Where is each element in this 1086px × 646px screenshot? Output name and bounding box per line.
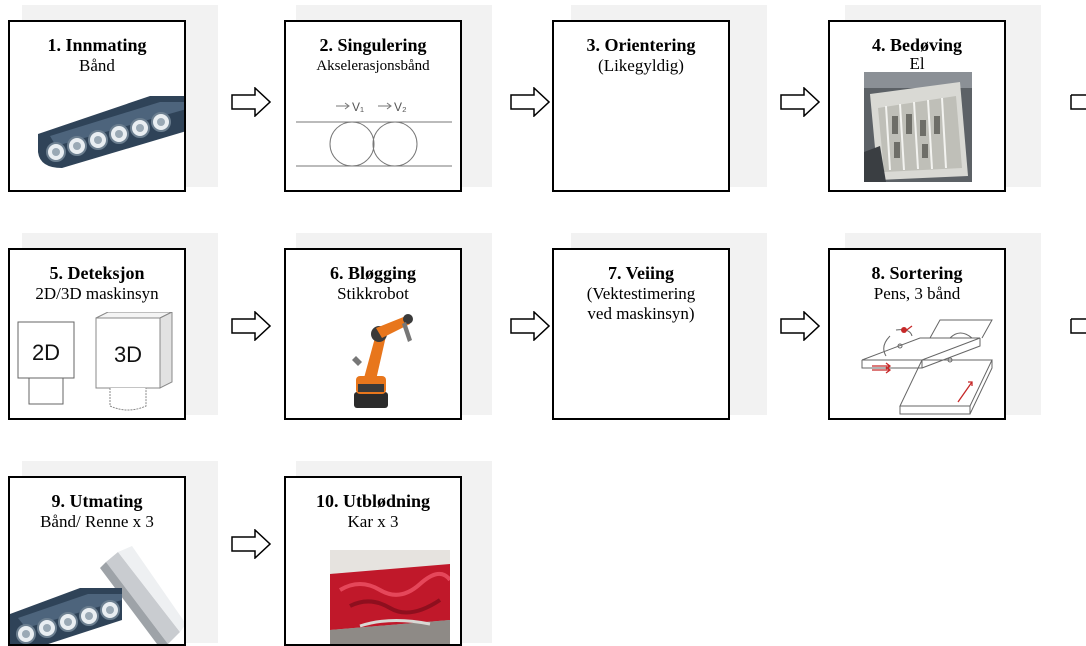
- step-blogging: 6. Bløgging Stikkrobot: [284, 248, 462, 420]
- step-subtitle: Stikkrobot: [337, 284, 409, 303]
- step-subtitle: Kar x 3: [347, 512, 399, 531]
- right-arrow-icon: [780, 87, 820, 117]
- stunning-machine-photo: [864, 72, 972, 182]
- step-subtitle-line2: ved maskinsyn): [587, 304, 695, 323]
- step-utmating: 9. Utmating Bånd/ Renne x 3: [8, 476, 186, 646]
- conveyor-belt-icon: [10, 546, 184, 644]
- step-innmating: 1. Innmating Bånd: [8, 20, 186, 192]
- right-arrow-icon: [231, 529, 271, 559]
- step-title: 9. Utmating: [51, 491, 143, 511]
- step-title: 5. Deteksjon: [49, 263, 145, 283]
- step-orientering: 3. Orientering (Likegyldig): [552, 20, 730, 192]
- acceleration-rollers-diagram: V₁ V₂: [296, 100, 452, 167]
- step-deteksjon: 5. Deteksjon 2D/3D maskinsyn 2D 3D: [8, 248, 186, 420]
- right-arrow-icon: [231, 87, 271, 117]
- sorting-gate-diagram: [861, 319, 993, 415]
- step-title: 8. Sortering: [871, 263, 963, 283]
- conveyor-belt-icon: [38, 96, 184, 168]
- step-title: 2. Singulering: [319, 35, 427, 55]
- velocity-label: V₂: [394, 100, 407, 114]
- step-title: 4. Bedøving: [871, 35, 963, 55]
- right-arrow-icon: [510, 87, 550, 117]
- step-subtitle-line1: (Vektestimering: [586, 284, 696, 303]
- step-veiing: 7. Veiing (Vektestimering ved maskinsyn): [552, 248, 730, 420]
- velocity-label: V₁: [352, 100, 364, 114]
- step-singulering: 2. Singulering Akselerasjonsbånd V₁ V₂: [284, 20, 462, 192]
- right-arrow-icon-partial: [1070, 318, 1086, 334]
- step-subtitle: El: [909, 54, 925, 73]
- right-arrow-icon: [231, 311, 271, 341]
- right-arrow-icon: [780, 311, 820, 341]
- camera-3d-label: 3D: [114, 342, 142, 367]
- step-title: 7. Veiing: [607, 263, 675, 283]
- step-subtitle: (Likegyldig): [598, 56, 684, 75]
- step-sortering: 8. Sortering Pens, 3 bånd: [828, 248, 1006, 420]
- right-arrow-icon: [510, 311, 550, 341]
- step-title: 1. Innmating: [47, 35, 147, 55]
- step-title: 6. Bløgging: [329, 263, 417, 283]
- step-subtitle: Pens, 3 bånd: [873, 284, 961, 303]
- step-title: 3. Orientering: [586, 35, 696, 55]
- industrial-robot-icon: [352, 314, 413, 408]
- bleeding-tank-photo: [330, 550, 450, 644]
- step-title: 10. Utblødning: [315, 491, 431, 511]
- camera-2d-label: 2D: [32, 340, 60, 365]
- step-bedoving: 4. Bedøving El: [828, 20, 1006, 192]
- camera-box-icon: 2D 3D: [17, 312, 173, 411]
- step-subtitle: 2D/3D maskinsyn: [35, 284, 159, 303]
- step-subtitle: Bånd/ Renne x 3: [40, 512, 154, 531]
- right-arrow-icon-partial: [1070, 94, 1086, 110]
- step-subtitle: Akselerasjonsbånd: [316, 58, 430, 74]
- step-utblodning: 10. Utblødning Kar x 3: [284, 476, 462, 646]
- step-subtitle: Bånd: [79, 56, 115, 75]
